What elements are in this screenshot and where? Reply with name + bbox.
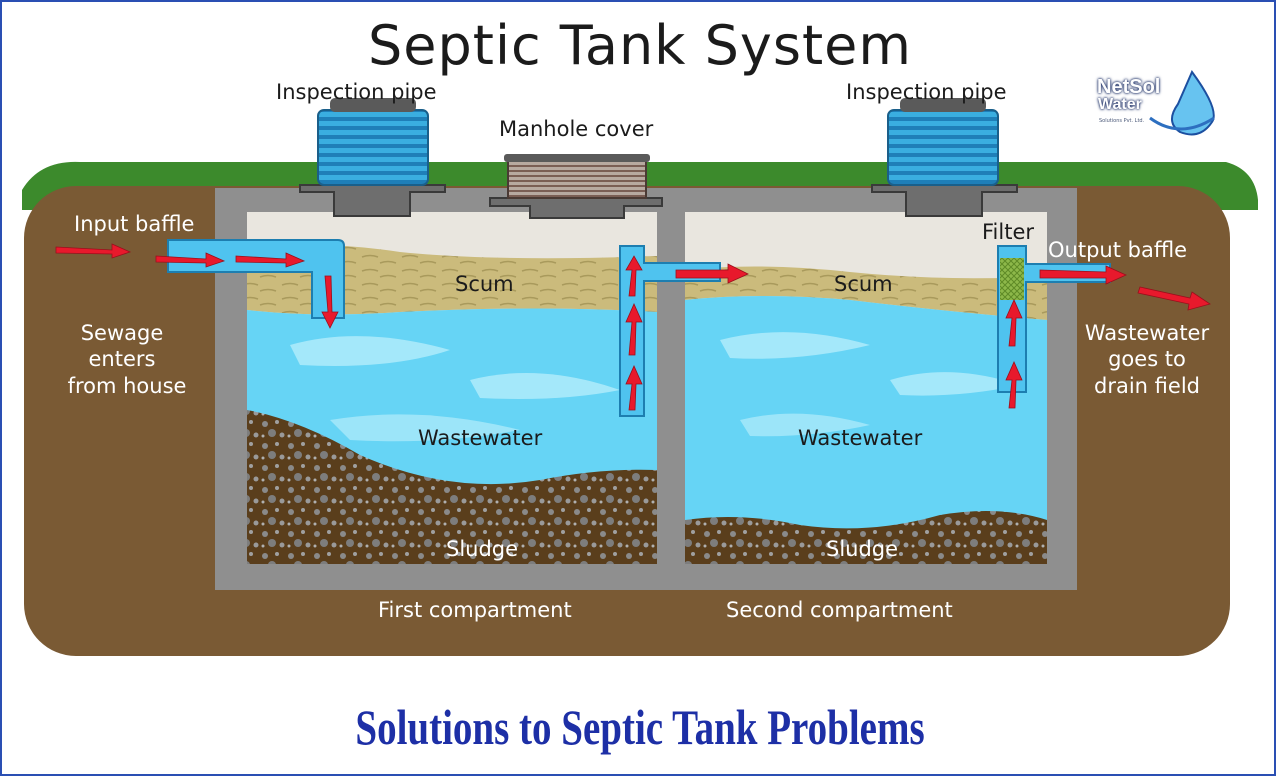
inspection-pipe-left [299, 98, 446, 217]
drain-label-line1: Wastewater [1084, 321, 1210, 345]
wastewater-right-label: Wastewater [798, 426, 923, 450]
filter-element [1000, 258, 1024, 300]
wastewater-left-label: Wastewater [418, 426, 543, 450]
first-compartment-contents [247, 212, 657, 564]
logo-tagline: Solutions Pvt. Ltd. [1099, 118, 1145, 124]
sewage-label-line3: from house [67, 374, 187, 398]
second-compartment-contents [685, 212, 1047, 564]
page-title: Septic Tank System [368, 14, 912, 77]
sewage-label-line2: enters [88, 347, 156, 371]
filter-label: Filter [982, 220, 1035, 244]
logo-name-line1: NetSol [1097, 76, 1161, 98]
inspection-pipe-left-label: Inspection pipe [276, 80, 437, 104]
sludge-left-label: Sludge [446, 537, 519, 561]
bottom-title: Solutions to Septic Tank Problems [355, 699, 925, 755]
dividing-wall [657, 188, 685, 590]
first-compartment-label: First compartment [378, 598, 572, 622]
inspection-pipe-right [871, 98, 1018, 217]
drain-label-line2: goes to [1108, 347, 1186, 371]
manhole-cover [489, 154, 663, 219]
inspection-pipe-right-label: Inspection pipe [846, 80, 1007, 104]
input-baffle-label: Input baffle [74, 212, 195, 236]
netsol-logo-drop [1149, 70, 1215, 136]
scum-left-label: Scum [455, 272, 514, 296]
sludge-right-label: Sludge [826, 537, 899, 561]
drain-label-line3: drain field [1094, 374, 1200, 398]
logo-name-line2: Water [1098, 96, 1142, 113]
manhole-cover-label: Manhole cover [499, 117, 654, 141]
output-baffle-label: Output baffle [1048, 238, 1188, 262]
sewage-label-line1: Sewage [80, 321, 164, 345]
flow-arrows [55, 243, 1211, 411]
scum-right-label: Scum [834, 272, 893, 296]
second-compartment-label: Second compartment [726, 598, 953, 622]
